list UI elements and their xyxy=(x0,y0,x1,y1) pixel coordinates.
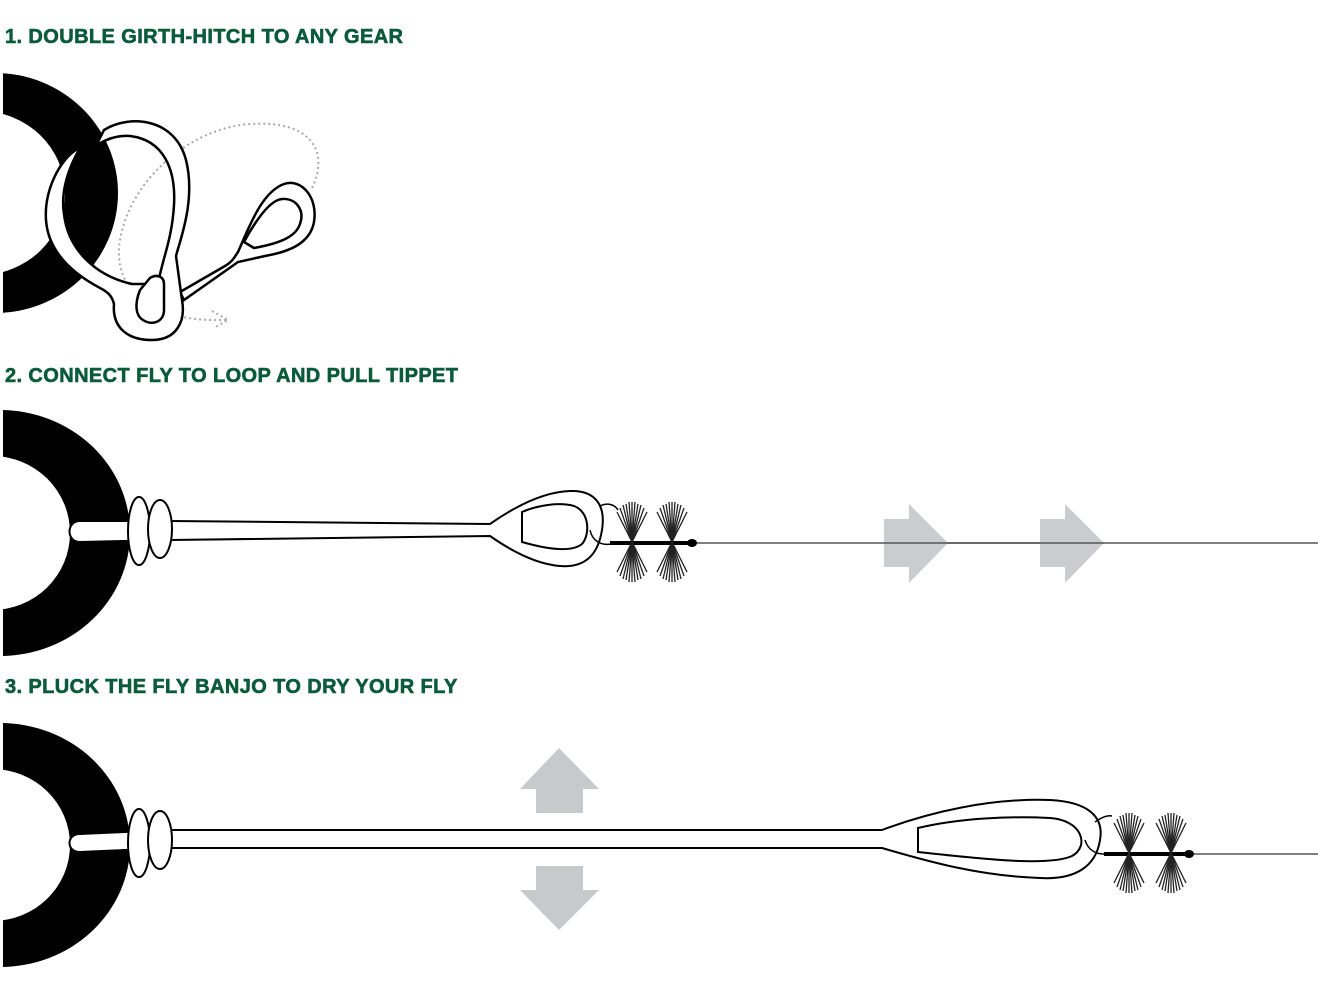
girth-hitch-loop-icon xyxy=(44,120,316,342)
step-2-illustration xyxy=(3,410,1318,656)
dry-fly-icon xyxy=(610,501,697,583)
fly-banjo-cord xyxy=(68,798,1102,880)
gear-ring-icon xyxy=(3,723,130,967)
step-1-illustration xyxy=(3,73,320,342)
arrow-down-icon xyxy=(520,866,599,930)
step-2-title: 2. CONNECT FLY TO LOOP AND PULL TIPPET xyxy=(5,365,459,388)
step-3-title: 3. PLUCK THE FLY BANJO TO DRY YOUR FLY xyxy=(5,676,458,699)
dotted-path-arrow-icon xyxy=(117,122,320,329)
fly-banjo-cord xyxy=(68,489,604,568)
dry-fly-icon xyxy=(1104,812,1194,894)
gear-ring-icon xyxy=(3,410,130,656)
step-3-illustration xyxy=(3,723,1318,967)
arrow-up-icon xyxy=(520,748,599,813)
step-1-title: 1. DOUBLE GIRTH-HITCH TO ANY GEAR xyxy=(5,26,404,49)
